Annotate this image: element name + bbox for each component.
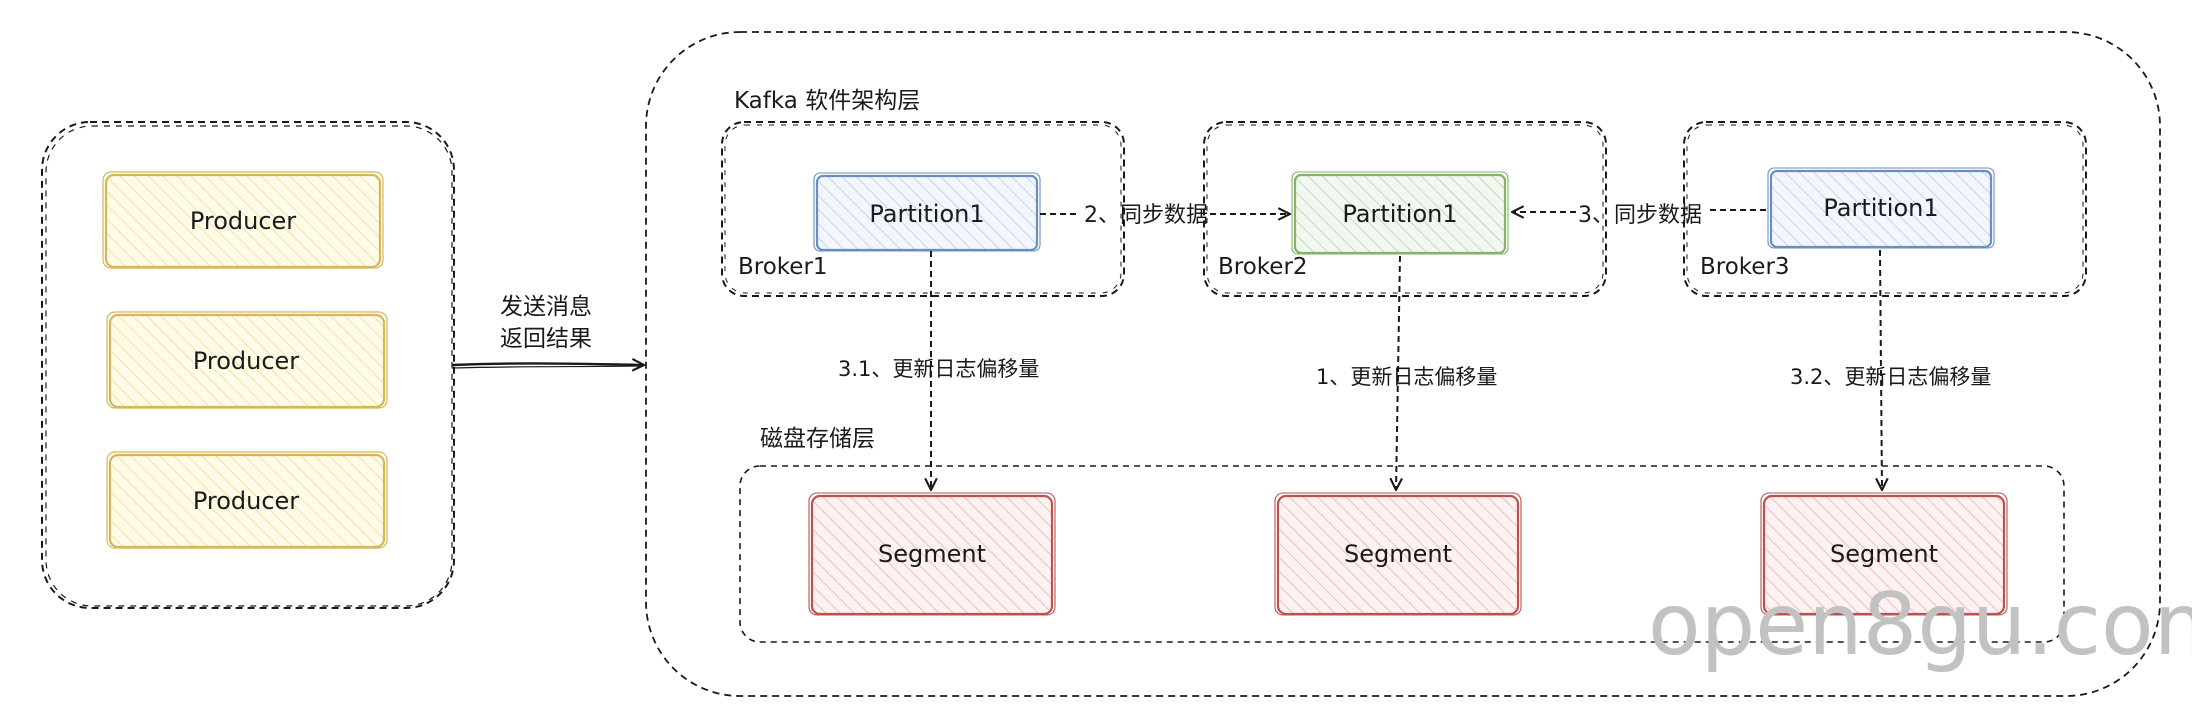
partition-label: Partition1 bbox=[1823, 194, 1938, 222]
segment-label: Segment bbox=[1830, 540, 1938, 568]
producer-group bbox=[41, 121, 455, 609]
broker-container bbox=[1683, 121, 2087, 297]
partition-box[interactable]: Partition1 bbox=[813, 172, 1041, 252]
producer-label: Producer bbox=[193, 347, 299, 375]
sync-label: 3、同步数据 bbox=[1578, 203, 1702, 228]
segment-box[interactable]: Segment bbox=[1274, 492, 1522, 616]
broker-container bbox=[721, 121, 1125, 297]
offset-label: 1、更新日志偏移量 bbox=[1316, 365, 1497, 389]
offset-label: 3.1、更新日志偏移量 bbox=[838, 357, 1039, 381]
broker-name: Broker3 bbox=[1700, 254, 1790, 280]
producer-box[interactable]: Producer bbox=[102, 171, 384, 269]
segment-label: Segment bbox=[878, 540, 986, 568]
segment-box[interactable]: Segment bbox=[1760, 492, 2008, 616]
partition-box[interactable]: Partition1 bbox=[1767, 167, 1995, 249]
sync-arrow-from-broker3 bbox=[1512, 210, 1766, 212]
broker-name: Broker1 bbox=[738, 254, 828, 280]
return-label: 返回结果 bbox=[500, 326, 592, 352]
producer-box[interactable]: Producer bbox=[106, 451, 388, 549]
leader-partition-box[interactable]: Partition1 bbox=[1291, 171, 1509, 255]
broker-container bbox=[1203, 121, 1607, 297]
disk-layer-title: 磁盘存储层 bbox=[760, 426, 875, 452]
segment-label: Segment bbox=[1344, 540, 1452, 568]
sync-label: 2、同步数据 bbox=[1084, 203, 1208, 228]
offset-arrow bbox=[1396, 255, 1400, 490]
send-arrow bbox=[451, 363, 644, 368]
segment-box[interactable]: Segment bbox=[808, 492, 1056, 616]
offset-label: 3.2、更新日志偏移量 bbox=[1790, 365, 1991, 389]
offset-arrow bbox=[1880, 249, 1882, 490]
producer-label: Producer bbox=[193, 487, 299, 515]
kafka-layer-title: Kafka 软件架构层 bbox=[734, 88, 920, 114]
disk-layer-container bbox=[739, 465, 2065, 643]
partition-label: Partition1 bbox=[869, 200, 984, 228]
producer-label: Producer bbox=[190, 207, 296, 235]
producer-box[interactable]: Producer bbox=[106, 311, 388, 409]
watermark: open8gu.com bbox=[1648, 575, 2192, 675]
partition-label: Partition1 bbox=[1342, 200, 1457, 228]
kafka-layer-container bbox=[645, 31, 2161, 697]
broker-name: Broker2 bbox=[1218, 254, 1308, 280]
send-label: 发送消息 bbox=[500, 294, 592, 320]
